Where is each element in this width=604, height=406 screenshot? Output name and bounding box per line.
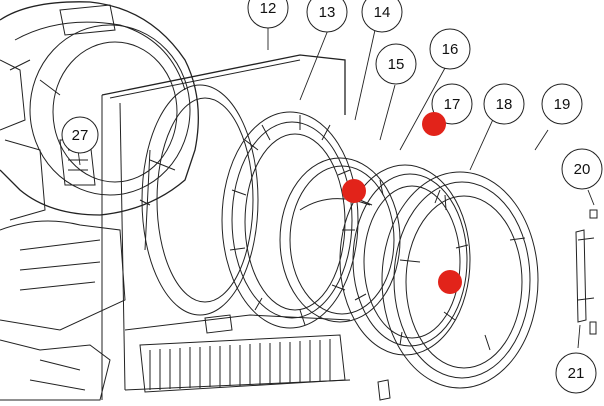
drum-housing bbox=[0, 1, 199, 401]
callout-20[interactable]: 20 bbox=[561, 148, 603, 190]
small-part bbox=[377, 379, 391, 401]
callout-label-19: 19 bbox=[554, 96, 571, 113]
callout-label-15: 15 bbox=[388, 56, 405, 73]
hotspot-marker-18[interactable] bbox=[438, 270, 462, 294]
callout-label-18: 18 bbox=[496, 96, 513, 113]
callout-14[interactable]: 14 bbox=[361, 0, 403, 33]
callout-label-13: 13 bbox=[319, 4, 336, 21]
callout-label-27: 27 bbox=[72, 127, 89, 144]
leader-lines bbox=[77, 28, 595, 349]
callout-label-21: 21 bbox=[568, 365, 585, 382]
callout-16[interactable]: 16 bbox=[429, 28, 471, 70]
callout-18[interactable]: 18 bbox=[483, 83, 525, 125]
callout-label-12: 12 bbox=[260, 0, 277, 17]
hotspot-group bbox=[342, 112, 462, 294]
callout-label-20: 20 bbox=[574, 161, 591, 178]
callout-15[interactable]: 15 bbox=[375, 43, 417, 85]
callout-group: 12 13 14 15 16 17 18 19 bbox=[61, 0, 603, 394]
gasket-ring bbox=[221, 111, 359, 329]
door-outer-ring bbox=[381, 171, 539, 389]
callout-19[interactable]: 19 bbox=[541, 83, 583, 125]
callout-12[interactable]: 12 bbox=[247, 0, 289, 29]
callout-21[interactable]: 21 bbox=[555, 352, 597, 394]
hotspot-marker-17[interactable] bbox=[422, 112, 446, 136]
door-frame bbox=[339, 164, 471, 356]
callout-label-16: 16 bbox=[442, 41, 459, 58]
front-panel bbox=[101, 54, 351, 400]
callout-27[interactable]: 27 bbox=[61, 116, 99, 154]
callout-label-17: 17 bbox=[444, 96, 461, 113]
hotspot-marker-16[interactable] bbox=[342, 179, 366, 203]
callout-label-14: 14 bbox=[374, 4, 391, 21]
callout-17[interactable]: 17 bbox=[431, 83, 473, 125]
door-hinge bbox=[575, 209, 598, 335]
callout-13[interactable]: 13 bbox=[306, 0, 348, 33]
